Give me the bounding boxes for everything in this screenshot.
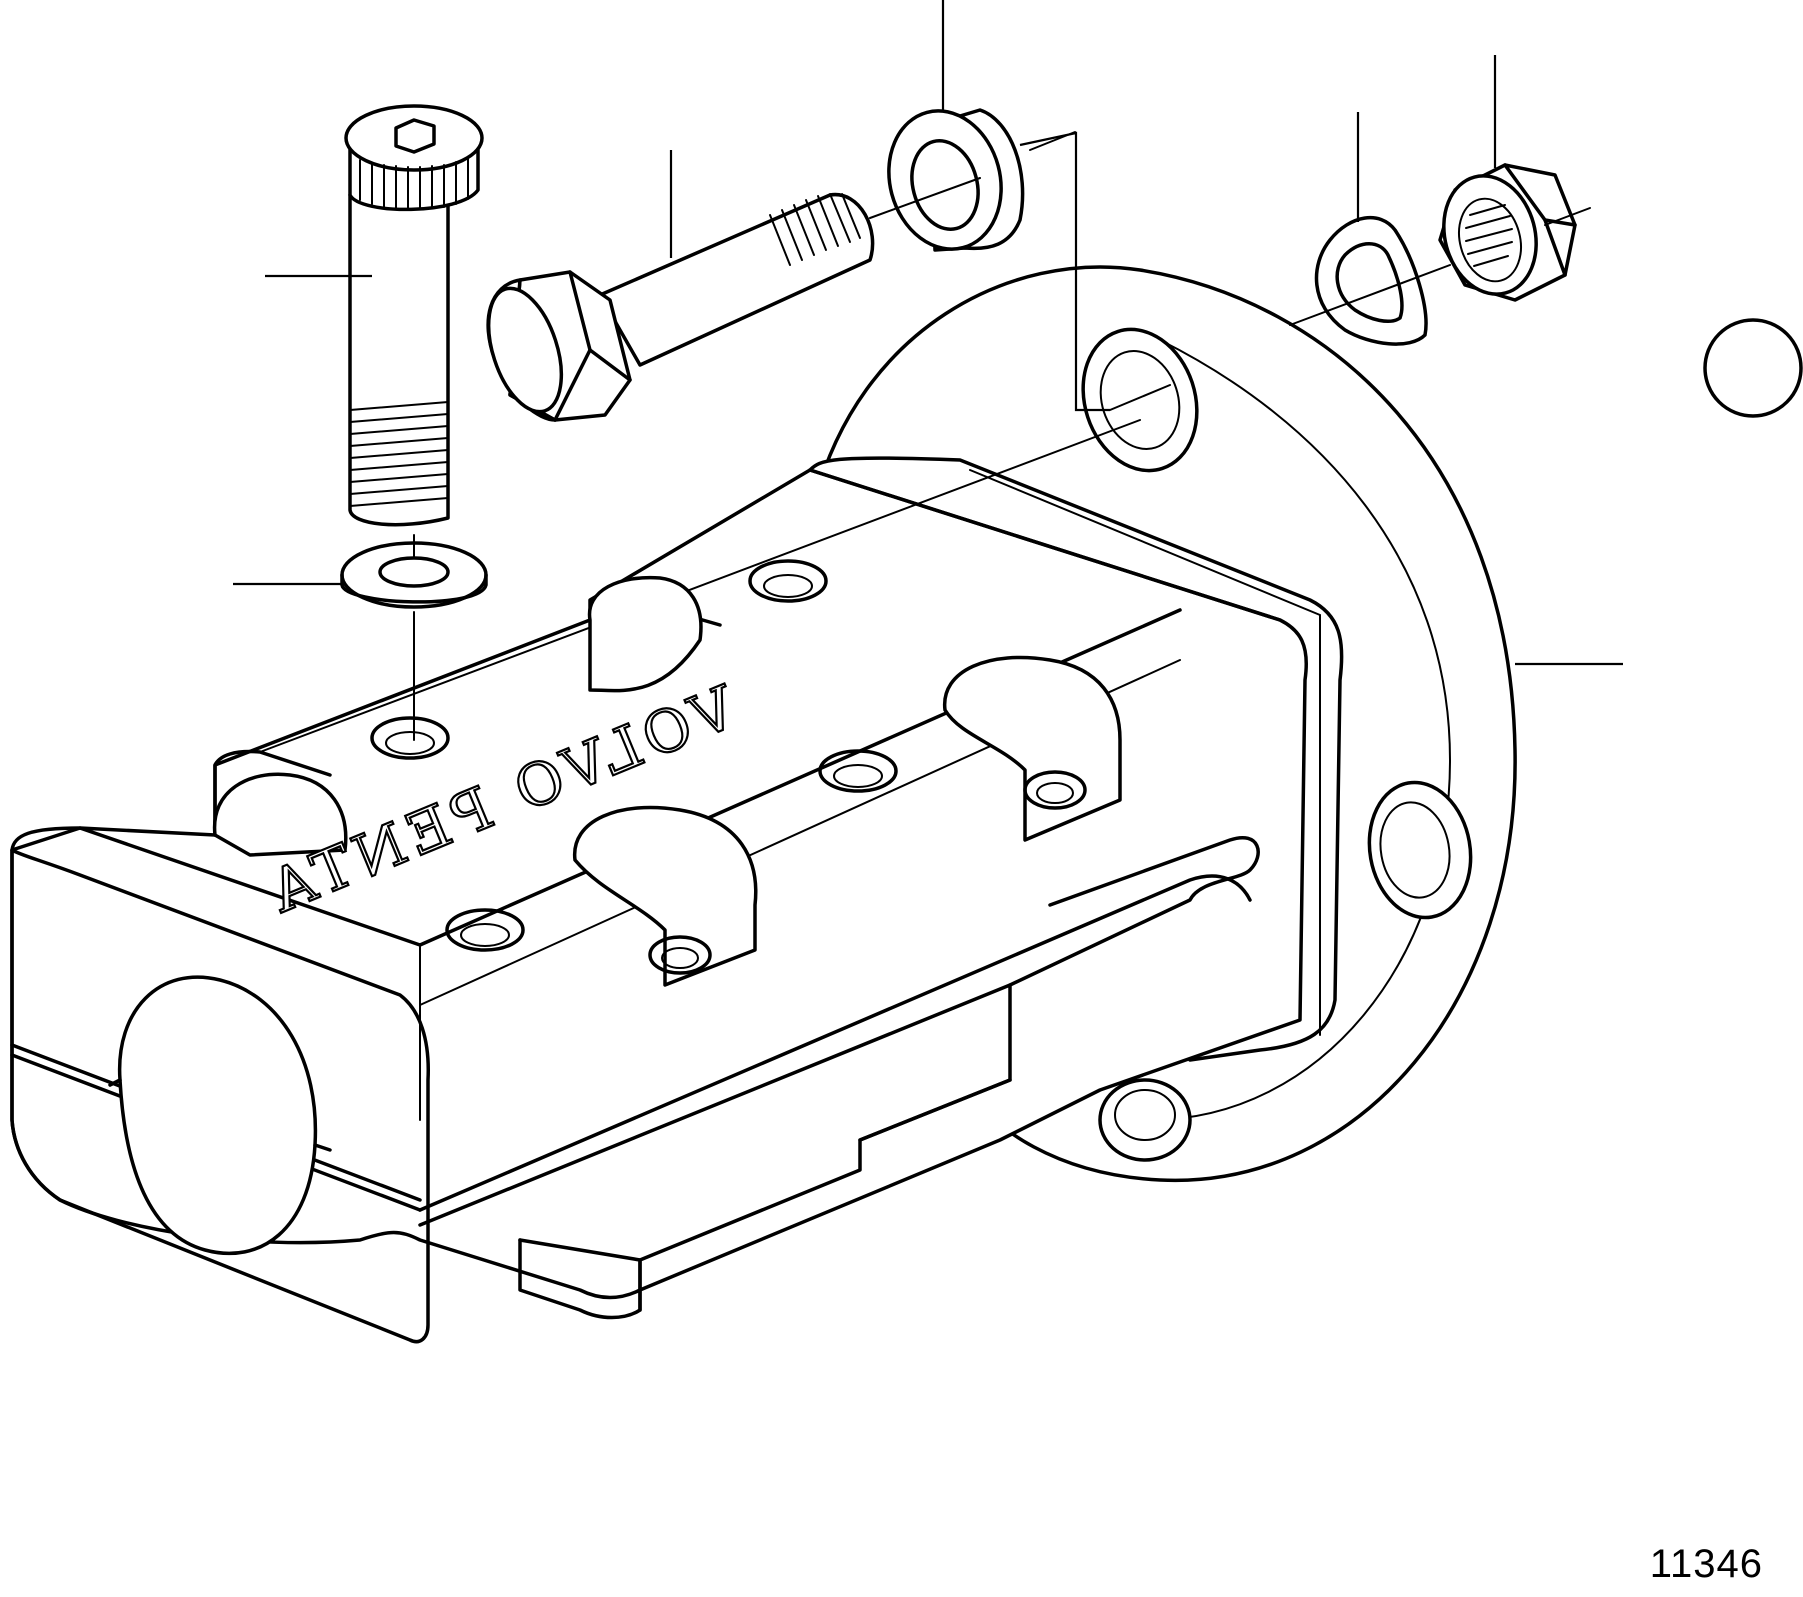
nut-axis [1289,264,1451,326]
leader-flange-bracket [1019,131,1110,412]
bolt-axis [869,177,981,219]
o-ring-circle [1703,318,1803,418]
screw-thread [349,401,449,507]
top-hole-1 [370,716,450,760]
lock-washer [1314,215,1428,346]
top-hole-4 [818,749,898,793]
hex-nut [1438,163,1577,302]
nut-thread [1465,204,1513,267]
flange-hole-top [1081,327,1199,473]
flange-hole-right [1367,780,1473,920]
top-hole-5 [648,935,712,975]
clamp-body: VOLVO PENTA [10,419,1344,1344]
figure-number: 11346 [1649,1542,1763,1586]
spacer-sleeve [887,108,1025,252]
top-hole-3 [445,908,525,952]
knurl-lines [359,157,469,210]
top-hole-6 [1023,770,1087,810]
hex-bolt [486,192,875,422]
bolt-thread [769,193,861,266]
socket-head-cap-screw [344,104,484,527]
callout-leaders [233,0,1623,666]
flange-hole-bottom [1098,1078,1192,1162]
top-hole-2 [748,559,828,603]
